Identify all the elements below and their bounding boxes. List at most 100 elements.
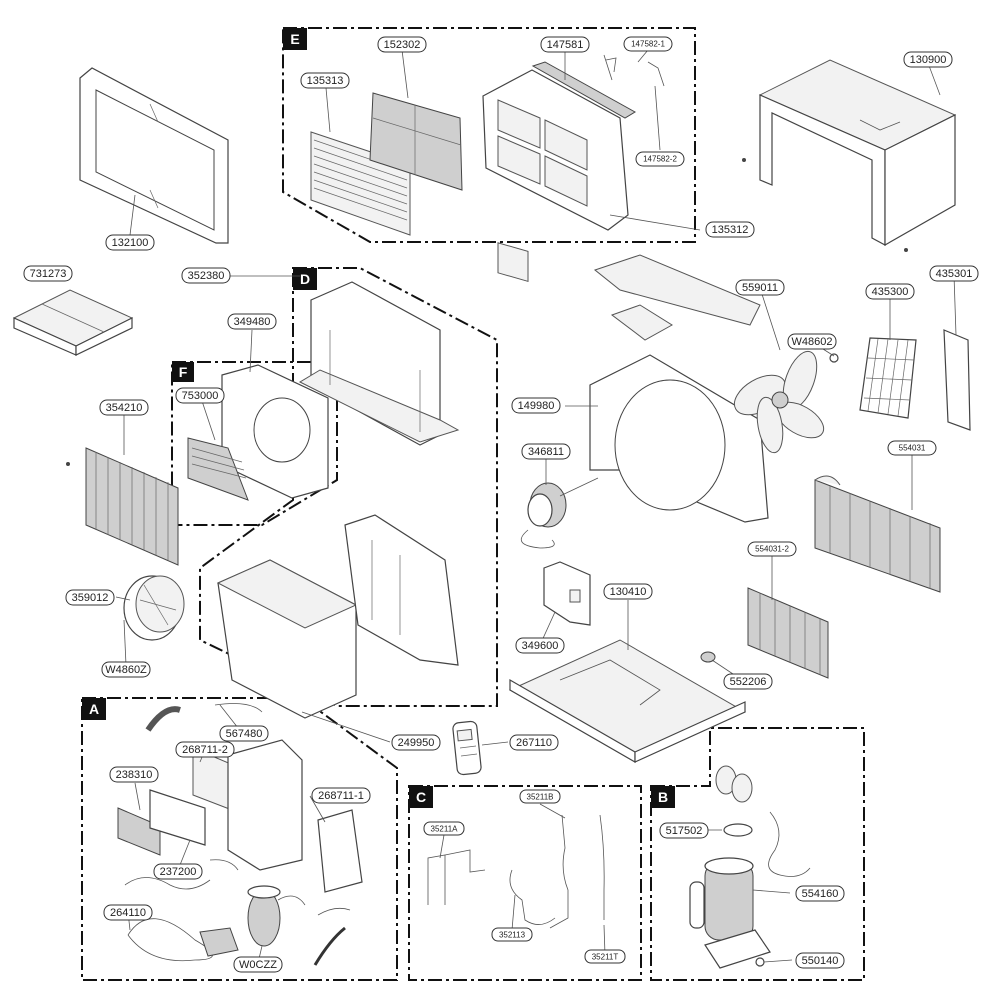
label-346811-bg — [521, 443, 571, 460]
group-outlines: E D F A C B — [81, 27, 865, 981]
label-554031-2-bg — [747, 541, 797, 557]
side-grille-drawing — [859, 337, 917, 419]
label-35211a-bg — [423, 821, 465, 836]
label-268711-2-bg — [175, 741, 235, 758]
label-35211b: 35211B — [527, 793, 554, 802]
upper-shroud-drawing — [298, 281, 460, 446]
fan-motor-drawing — [520, 477, 599, 549]
label-149980: 149980 — [518, 400, 555, 412]
label-550140: 550140 — [802, 955, 839, 967]
blower-wheel-drawing — [123, 575, 185, 641]
label-435300-bg — [865, 283, 915, 300]
group-d-outline — [199, 267, 498, 707]
label-132100-bg — [105, 234, 155, 251]
label-268711-2: 268711-2 — [182, 744, 228, 756]
label-35211a: 35211A — [431, 825, 459, 834]
group-b-outline — [650, 727, 865, 981]
label-130900-bg — [903, 51, 953, 68]
label-w48602: W48602 — [792, 336, 833, 348]
label-264110-bg — [103, 904, 153, 921]
group-d-tag-bg — [293, 268, 317, 290]
label-352113: 352113 — [499, 931, 526, 940]
label-552206: 552206 — [730, 676, 767, 688]
label-w0czz-bg — [233, 956, 283, 973]
label-35211t-bg — [584, 949, 626, 964]
label-147582-1: 147582-1 — [631, 40, 665, 49]
group-a-tag: A — [89, 701, 99, 717]
label-554031-bg — [887, 440, 937, 456]
sub-condenser-coil-drawing — [747, 587, 829, 679]
control-box-plate-drawing — [344, 514, 459, 666]
group-b-tag-bg — [651, 786, 675, 808]
label-435301: 435301 — [936, 268, 973, 280]
label-349600: 349600 — [522, 640, 559, 652]
frame-gasket-drawing — [79, 67, 229, 244]
group-b-parts-drawing — [689, 765, 811, 969]
group-a-parts-drawing — [117, 703, 363, 966]
label-147582-2-bg — [635, 151, 685, 167]
label-554160-bg — [795, 885, 845, 902]
fan-shroud-drawing — [589, 254, 769, 523]
condenser-fan-blade-drawing — [733, 350, 839, 454]
label-130410: 130410 — [610, 586, 647, 598]
label-354210-bg — [99, 399, 149, 416]
label-238310: 238310 — [116, 769, 153, 781]
label-147581-bg — [540, 36, 590, 53]
side-bracket-drawing — [943, 329, 971, 431]
label-552206-bg — [723, 673, 773, 690]
evaporator-coil-drawing — [66, 447, 179, 566]
label-249950-bg — [391, 734, 441, 751]
label-w4860z-bg — [101, 661, 151, 678]
label-237200: 237200 — [160, 866, 197, 878]
label-237200-bg — [153, 863, 203, 880]
label-753000-bg — [175, 387, 225, 404]
label-435301-bg — [929, 265, 979, 282]
label-731273-bg — [23, 265, 73, 282]
group-c-tag: C — [416, 789, 426, 805]
label-352380-bg — [181, 267, 231, 284]
label-517502: 517502 — [666, 825, 703, 837]
remote-control-drawing — [452, 720, 482, 776]
label-559011: 559011 — [742, 282, 778, 294]
label-567480: 567480 — [226, 728, 263, 740]
label-135312: 135312 — [712, 224, 749, 236]
label-w48602-bg — [787, 333, 837, 350]
label-w0czz: W0CZZ — [239, 959, 277, 971]
label-152302: 152302 — [384, 39, 421, 51]
group-f-tag: F — [179, 364, 188, 380]
bulkhead-panel-drawing — [221, 364, 329, 499]
label-130410-bg — [603, 583, 653, 600]
group-f-tag-bg — [172, 362, 194, 382]
group-e-outline — [282, 27, 696, 243]
lower-casing-drawing — [216, 559, 358, 719]
label-349480-bg — [227, 313, 277, 330]
thermistor-drawing — [700, 651, 716, 663]
label-249950: 249950 — [398, 737, 435, 749]
label-554160: 554160 — [802, 888, 839, 900]
label-352380: 352380 — [188, 270, 225, 282]
group-b-tag: B — [658, 789, 668, 805]
part-labels: 130900 152302 147581 147582-1 147582-2 1… — [23, 36, 979, 973]
cabinet-case-drawing — [742, 59, 957, 252]
group-a-tag-bg — [82, 698, 106, 720]
air-filter-drawing — [369, 92, 463, 191]
label-147581: 147581 — [547, 39, 584, 51]
label-238310-bg — [109, 766, 159, 783]
label-w4860z: W4860Z — [105, 664, 147, 676]
group-e-tag-bg — [283, 28, 307, 50]
label-267110: 267110 — [516, 737, 552, 749]
label-567480-bg — [219, 725, 269, 742]
label-517502-bg — [659, 822, 709, 839]
label-267110-bg — [509, 734, 559, 751]
label-132100: 132100 — [112, 237, 149, 249]
part-drawings — [12, 54, 971, 969]
label-35211b-bg — [519, 789, 561, 804]
label-352113-bg — [491, 927, 533, 942]
label-346811: 346811 — [528, 446, 564, 458]
label-264110: 264110 — [110, 907, 146, 919]
heater-element-drawing — [187, 437, 249, 501]
label-147582-1-bg — [623, 36, 673, 52]
label-135312-bg — [705, 221, 755, 238]
label-559011-bg — [735, 279, 785, 296]
